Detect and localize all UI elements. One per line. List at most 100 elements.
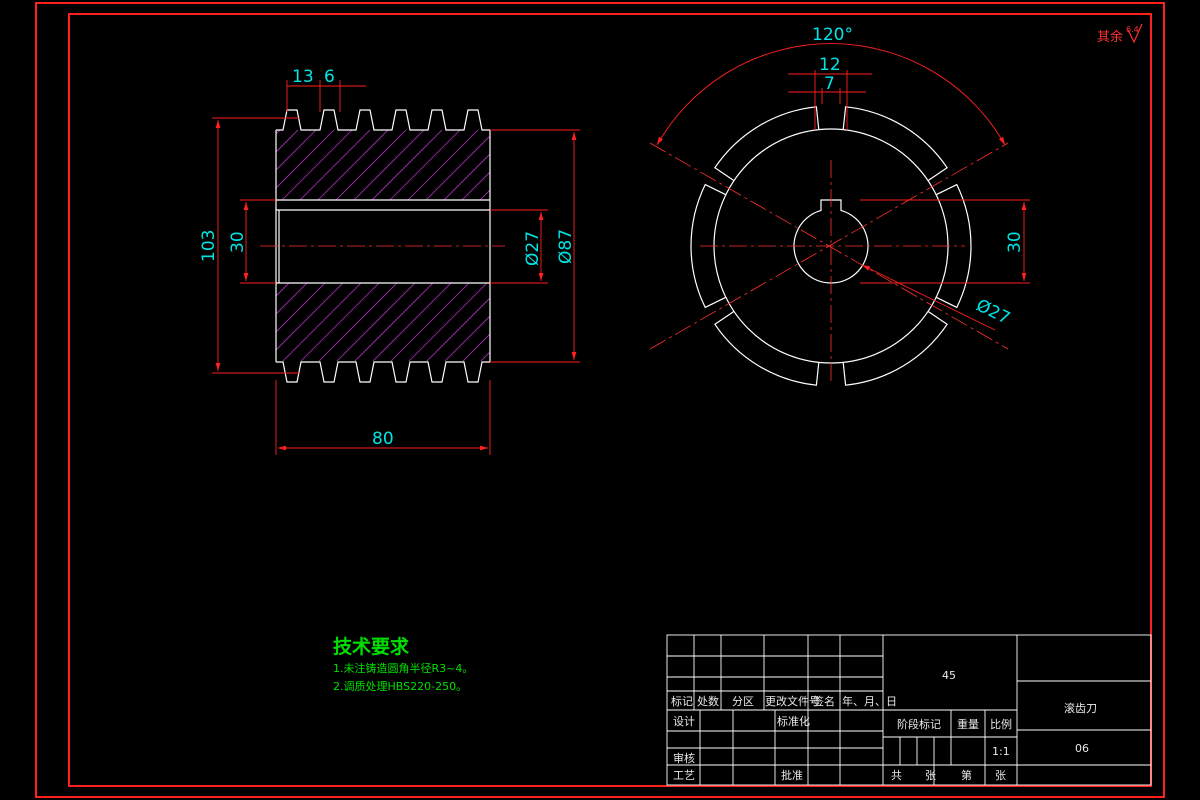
hatch-line (281, 130, 353, 200)
dim-key-inner: 7 (824, 74, 835, 94)
dim-front-bore: Ø27 (973, 296, 1013, 329)
hatch-line (425, 135, 490, 200)
hatch-line (588, 120, 848, 380)
hatch-line (408, 283, 488, 361)
hatch-line (354, 283, 434, 361)
hatch-line (426, 297, 490, 361)
hatch-line (642, 120, 902, 380)
hatch-line (48, 120, 308, 380)
dim-body-dia: Ø87 (556, 229, 576, 264)
bore-keyway-outline (793, 199, 869, 284)
title-block (666, 634, 1152, 786)
svg-text:6.4: 6.4 (1126, 25, 1139, 34)
hatch-line (389, 130, 461, 200)
dim-length: 80 (372, 429, 394, 449)
tb-drawing-no: 06 (1075, 742, 1089, 755)
hatch-line (282, 283, 362, 361)
hatch-line (696, 120, 956, 380)
hatch-line (371, 130, 443, 200)
tb-stage-mark: 阶段标记 (897, 717, 941, 731)
hatch-line (624, 120, 884, 380)
tb-sheet-of: 第 (961, 768, 972, 782)
tb-header-changefile: 更改文件号 (765, 694, 820, 708)
tb-sheets-unit2: 张 (995, 769, 1006, 782)
hatch-line (318, 283, 398, 361)
hatch-line (444, 315, 490, 361)
hatch-line (768, 120, 1028, 380)
hatch-bottom (48, 120, 1028, 380)
front-view: 120° 12 7 30 Ø27 (649, 25, 1030, 386)
hatch-line (336, 283, 416, 361)
inner-border (68, 13, 1152, 787)
hatch-line (335, 130, 407, 200)
angle-arc (656, 43, 1006, 146)
dim-key-outer: 12 (819, 55, 841, 75)
roughness-note: 其余 (1097, 29, 1123, 45)
hatch-line (552, 120, 812, 380)
hatch-line (588, 120, 848, 380)
tb-header-zone: 分区 (732, 695, 754, 708)
hatch-line (443, 153, 490, 200)
tb-design: 设计 (673, 715, 695, 728)
bottom-teeth-outline (276, 361, 490, 383)
hatch-top (276, 120, 1028, 380)
dim-outer-height: 103 (199, 230, 219, 262)
hatch-line (480, 120, 740, 380)
dim-pitch: 13 (292, 67, 314, 87)
dim-bore-dia: Ø27 (523, 231, 543, 266)
hatch-line (317, 130, 389, 200)
tb-sheets-total: 共 (891, 769, 902, 782)
tb-material: 45 (942, 669, 956, 682)
tb-header-sign: 签名 (813, 694, 835, 708)
hatch-line (606, 120, 866, 380)
hatch-line (642, 120, 902, 380)
hatch-line (480, 351, 490, 361)
hatch-line (390, 283, 470, 361)
hatch-line (480, 120, 740, 380)
dim-tooth: 6 (324, 67, 335, 87)
tb-standardize: 标准化 (777, 714, 810, 728)
tech-item-1: 1.未注铸造圆角半径R3~4。 (333, 661, 473, 675)
hatch-line (353, 130, 425, 200)
dim-bore-height: 30 (228, 231, 248, 253)
hatch-line (624, 120, 884, 380)
hatch-line (732, 120, 992, 380)
hatch-line (606, 120, 866, 380)
dim-angle: 120° (812, 25, 853, 45)
hatch-line (300, 283, 380, 361)
hatch-line (660, 120, 920, 380)
tech-item-2: 2.调质处理HBS220-250。 (333, 680, 467, 693)
hatch-line (570, 120, 830, 380)
tb-header-mark: 标记 (671, 694, 693, 708)
tb-scale: 1:1 (992, 745, 1010, 758)
hatch-line (407, 130, 479, 200)
hatch-line (768, 120, 1028, 380)
tb-ratio: 比例 (990, 717, 1012, 731)
roughness-symbol-icon: 6.4 (1126, 23, 1143, 44)
hatch-line (299, 130, 371, 200)
hatch-line (276, 283, 344, 351)
tb-header-count: 处数 (697, 695, 719, 708)
hatch-line (276, 130, 335, 189)
tb-header-date: 年、月、日 (842, 694, 897, 708)
hatch-line (552, 120, 812, 380)
hatch-line (276, 130, 299, 153)
front-outline (690, 106, 972, 386)
top-teeth-outline (276, 109, 490, 131)
hatch-line (462, 120, 722, 380)
tb-sheets-unit1: 张 (925, 769, 936, 782)
hatch-line (516, 120, 776, 380)
hatch-line (660, 120, 920, 380)
hatch-line (516, 120, 776, 380)
dim-keyway-height: 30 (1005, 231, 1025, 253)
outer-border (35, 2, 1165, 798)
hatch-line (696, 120, 956, 380)
tb-process: 工艺 (673, 769, 695, 782)
tech-title: 技术要求 (333, 635, 410, 658)
side-view: 13 6 103 30 Ø27 Ø87 80 (48, 67, 1028, 455)
hatch-line (732, 120, 992, 380)
tb-approve: 批准 (781, 768, 803, 782)
tb-part-name: 滚齿刀 (1064, 701, 1097, 715)
hatch-line (372, 283, 452, 361)
